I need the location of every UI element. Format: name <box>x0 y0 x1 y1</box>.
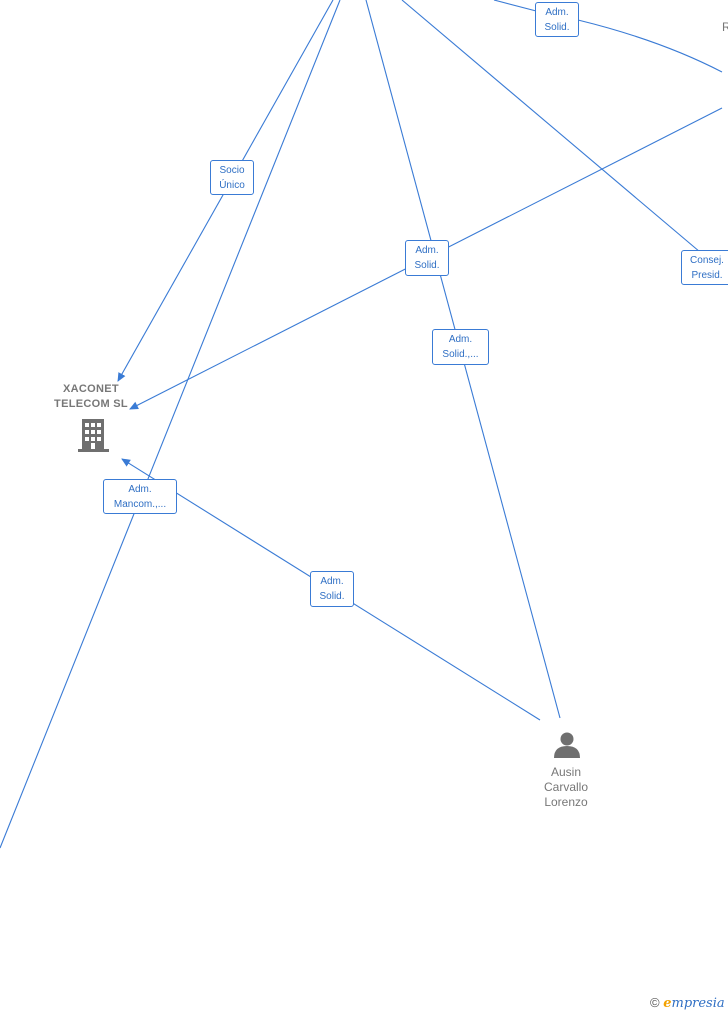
edge-top-to-consej <box>401 0 701 253</box>
edge-label-line: Único <box>219 180 245 191</box>
company-name-line: TELECOM SL <box>54 398 128 410</box>
edge-label-line: Adm. <box>320 576 344 587</box>
person-icon[interactable] <box>554 732 580 759</box>
edge-label-line: Socio <box>219 165 245 176</box>
edge-label-consej-presid[interactable]: Consej. Presid. <box>681 250 728 285</box>
person-node-label[interactable]: Ausin Carvallo Lorenzo <box>520 765 612 810</box>
logo-text: mpresia <box>671 996 725 1011</box>
company-name-line: XACONET <box>63 383 119 395</box>
offscreen-node-label: R <box>722 20 728 34</box>
edge-label-line: Consej. <box>690 255 724 266</box>
edge-label-line: Adm. <box>128 484 152 495</box>
building-icon[interactable] <box>78 419 109 452</box>
edge-label-adm-solid-lower[interactable]: Adm. Solid. <box>310 571 354 607</box>
edge-label-line: Solid. <box>414 260 440 271</box>
edge-label-line: Solid.,... <box>442 349 479 360</box>
copyright-symbol: © <box>650 995 660 1010</box>
copyright-footer: © empresia <box>650 995 725 1011</box>
edge-label-line: Adm. <box>415 245 439 256</box>
logo-letter: e <box>663 996 672 1011</box>
edge-label-socio-unico[interactable]: Socio Único <box>210 160 254 195</box>
person-name-line: Ausin <box>550 765 582 779</box>
edge-top-to-bottom-left <box>0 0 341 849</box>
edge-label-line: Solid. <box>544 22 570 33</box>
edge-label-adm-solid-top[interactable]: Adm. Solid. <box>535 2 579 37</box>
edge-label-adm-solid-truncated[interactable]: Adm. Solid.,... <box>432 329 489 365</box>
edge-label-line: Solid. <box>319 591 345 602</box>
edge-top-right-adm <box>493 0 541 13</box>
edge-label-line: Mancom.,... <box>113 499 167 510</box>
edge-adm-to-right <box>577 19 723 73</box>
edge-label-line: Presid. <box>691 270 723 281</box>
empresia-logo[interactable]: empresia <box>663 996 724 1011</box>
edge-label-line: Adm. <box>448 334 473 345</box>
person-name-line: Lorenzo <box>544 795 588 809</box>
edge-label-line: Adm. <box>545 7 569 18</box>
edge-label-adm-mancom[interactable]: Adm. Mancom.,... <box>103 479 177 514</box>
company-node-label[interactable]: XACONET TELECOM SL <box>40 382 142 412</box>
person-name-line: Carvallo <box>543 780 588 794</box>
edge-label-adm-solid-center[interactable]: Adm. Solid. <box>405 240 449 276</box>
